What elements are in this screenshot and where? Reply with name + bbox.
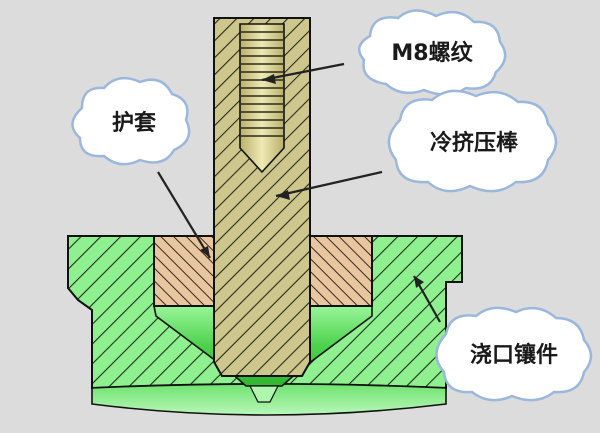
callout-rod-arrow [275, 170, 383, 198]
callout-sleeve: 护套 [71, 76, 211, 259]
callout-rod-bubble [387, 89, 558, 193]
callout-thread-arrow [261, 62, 345, 82]
callout-sleeve-label: 护套 [112, 110, 156, 136]
callout-insert-arrowhead [414, 276, 424, 288]
callout-sleeve-arrowhead [200, 246, 210, 258]
cold-extrusion-rod [213, 17, 311, 377]
m8-thread-lines [241, 31, 283, 137]
callout-thread-arrowhead [262, 74, 276, 84]
callout-sleeve-arrow [157, 171, 211, 259]
callout-insert: 浇口镶件 [413, 275, 593, 402]
callout-thread: M8螺纹 [261, 9, 507, 96]
callout-rod-label: 冷挤压棒 [430, 130, 519, 156]
protective-sleeve-left [153, 235, 217, 307]
callout-rod-arrowhead [276, 190, 290, 200]
callout-thread-bubble [357, 9, 507, 96]
callout-thread-label: M8螺纹 [391, 40, 473, 66]
protective-sleeve-right [309, 235, 373, 307]
callout-rod: 冷挤压棒 [275, 89, 558, 200]
callout-insert-bubble [435, 306, 593, 402]
callout-sleeve-bubble [71, 76, 191, 166]
callout-insert-label: 浇口镶件 [470, 342, 558, 368]
m8-thread-bore [239, 23, 285, 174]
gate-tip [249, 385, 279, 403]
